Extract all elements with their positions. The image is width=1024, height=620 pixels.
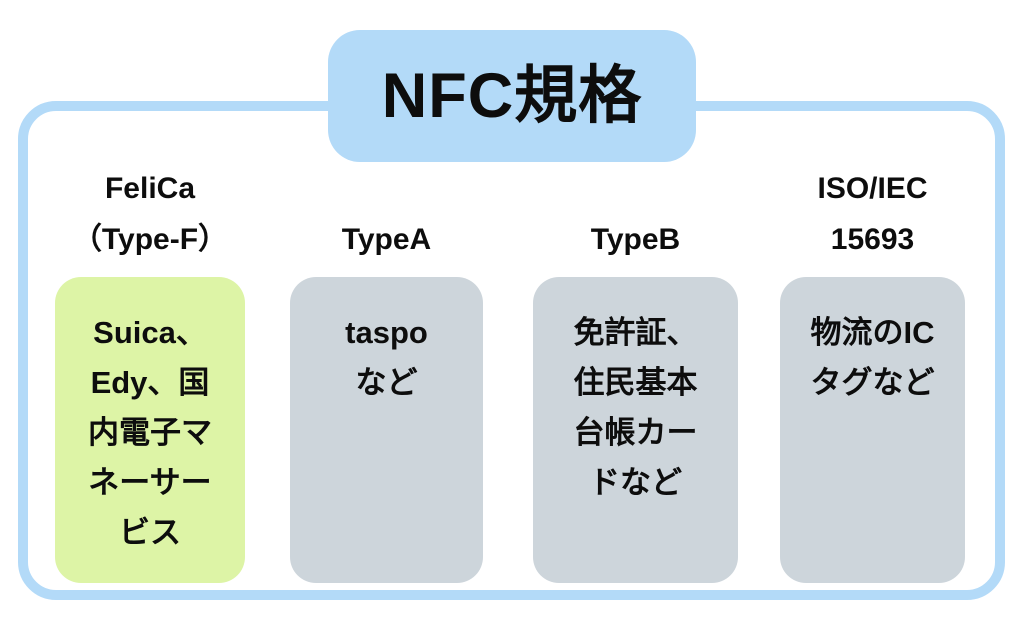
column-box-iso-iec-15693-examples: 物流のIC タグなど [780,277,965,583]
column-box-type-a-examples: taspo など [290,277,483,583]
column-header-type-b: TypeB [590,223,681,256]
column-box-felica-examples: Suica、 Edy、国 内電子マ ネーサー ビス [55,277,245,583]
column-header-iso-iec-15693: ISO/IEC 15693 [817,172,928,256]
diagram-title: NFC規格 [381,60,643,131]
column-header-felica: FeliCa （Type-F） [71,172,229,256]
diagram-title-box: NFC規格 [328,30,696,162]
column-box-type-b-examples: 免許証、 住民基本 台帳カー ドなど [533,277,738,583]
column-header-type-a: TypeA [341,223,432,256]
